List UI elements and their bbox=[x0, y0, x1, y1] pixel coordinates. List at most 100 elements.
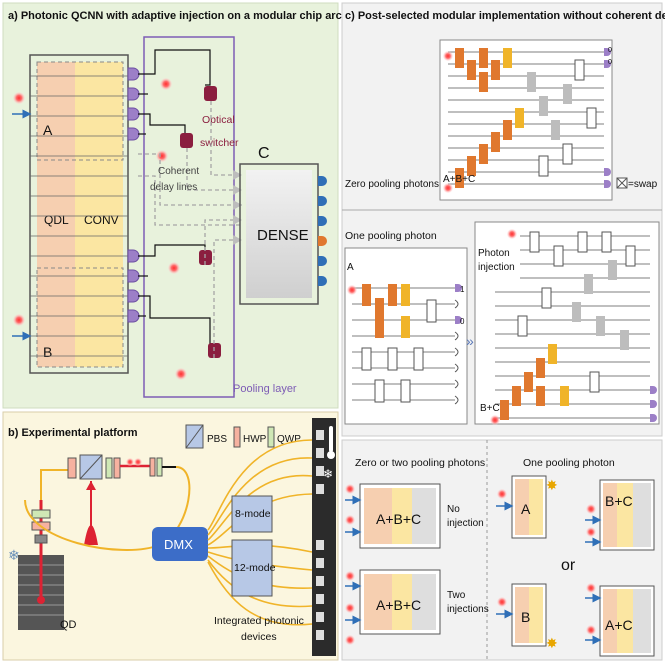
qd-label: QD bbox=[60, 619, 77, 631]
dmx-label: DMX bbox=[164, 537, 193, 552]
photon-icon bbox=[345, 571, 355, 581]
circuit-zero-detectors bbox=[604, 48, 611, 188]
chip-abc-two-injections bbox=[359, 569, 441, 635]
detector-icon bbox=[127, 127, 140, 141]
photon-injection-label-1: Photon bbox=[478, 248, 510, 259]
photon-icon bbox=[345, 515, 355, 525]
chip-abc-no-injection bbox=[359, 483, 441, 549]
optical-path bbox=[40, 454, 191, 546]
swap-label: =swap bbox=[628, 179, 658, 190]
one-pooling-label: One pooling photon bbox=[345, 230, 437, 242]
mode12-label: 12-mode bbox=[234, 562, 276, 574]
photon-icon bbox=[490, 415, 500, 425]
circuit-zero-gates bbox=[455, 48, 597, 188]
chip-a-label: A bbox=[521, 501, 531, 517]
dmx-box bbox=[152, 527, 208, 561]
qd-cryostat: ❄ bbox=[8, 500, 64, 630]
photon-icon bbox=[497, 489, 507, 499]
block-a-label: A bbox=[43, 122, 53, 138]
rack-slots bbox=[316, 430, 324, 640]
detector-icon bbox=[318, 256, 327, 266]
detector-icon bbox=[127, 67, 140, 81]
qwp-icon bbox=[156, 457, 163, 477]
detector-icon bbox=[127, 87, 140, 101]
photon-icon bbox=[497, 597, 507, 607]
chip-bc bbox=[599, 479, 655, 551]
integrated-label-2: devices bbox=[241, 631, 277, 643]
block-a-outline bbox=[36, 61, 124, 161]
panel-c: c) Post-selected modular implementation … bbox=[341, 2, 665, 437]
block-c-label: C bbox=[258, 145, 270, 162]
dense-block bbox=[246, 170, 312, 298]
photon-icon bbox=[168, 262, 180, 274]
photon-icon bbox=[586, 625, 596, 635]
panel-b-title: b) Experimental platform bbox=[8, 427, 138, 439]
abc-label-1: A+B+C bbox=[376, 511, 421, 527]
thermometer-icon bbox=[327, 426, 335, 459]
dense-label: DENSE bbox=[257, 227, 309, 244]
hwp-icon bbox=[67, 457, 77, 479]
snowflake-icon: ❄ bbox=[8, 547, 20, 563]
hwp-legend-icon bbox=[233, 426, 241, 448]
panel-a: a) Photonic QCNN with adaptive injection… bbox=[2, 2, 388, 409]
two-injections-label-2: injections bbox=[447, 604, 489, 615]
zero-two-label: Zero or two pooling photons bbox=[355, 457, 485, 469]
block-b-label: B bbox=[43, 344, 52, 360]
coherent-delay-lines bbox=[138, 101, 242, 358]
qwp-icon bbox=[31, 509, 51, 519]
two-injections-label-1: Two bbox=[447, 590, 466, 601]
no-injection-label-2: injection bbox=[447, 518, 484, 529]
detector-icon bbox=[318, 176, 327, 186]
pulse-icon bbox=[84, 525, 98, 545]
panel-a-title: a) Photonic QCNN with adaptive injection… bbox=[8, 10, 388, 22]
dense-detectors bbox=[318, 176, 327, 286]
photon-icon bbox=[345, 603, 355, 613]
photon-icon bbox=[345, 484, 355, 494]
circuit-bc-detectors bbox=[650, 386, 657, 422]
detector-icon bbox=[318, 276, 327, 286]
coherent-label-2: delay lines bbox=[150, 182, 197, 193]
photon-icon bbox=[507, 229, 517, 239]
circuit-a-label: A bbox=[347, 262, 354, 273]
delay-line-arrows bbox=[233, 170, 242, 245]
zero-pooling-label: Zero pooling photons bbox=[345, 179, 439, 190]
circuit-bc-gates bbox=[500, 231, 636, 420]
photon-icon bbox=[156, 150, 168, 162]
hwp-icon bbox=[149, 457, 156, 477]
pbs-label: PBS bbox=[207, 434, 227, 445]
chip-ac-label: A+C bbox=[605, 617, 633, 633]
qwp-icon bbox=[105, 457, 113, 479]
switch-wires bbox=[138, 49, 211, 345]
or-label: or bbox=[561, 557, 576, 574]
optical-switcher-label-1: Optical bbox=[202, 114, 235, 126]
detector-icon bbox=[127, 249, 140, 263]
detector-icon bbox=[318, 216, 327, 226]
switch-icon bbox=[204, 86, 217, 101]
detector-icon bbox=[127, 269, 140, 283]
photon-icon bbox=[443, 51, 453, 61]
lens-icon bbox=[34, 534, 48, 544]
panel-c-title: c) Post-selected modular implementation … bbox=[345, 10, 665, 22]
integrated-label-1: Integrated photonic bbox=[214, 615, 304, 627]
dense-outline bbox=[239, 163, 319, 305]
photon-icon bbox=[345, 635, 355, 645]
photon-icon bbox=[13, 92, 25, 104]
switch-icon bbox=[180, 133, 193, 148]
qwp-legend-icon bbox=[267, 426, 275, 448]
photon-icon bbox=[13, 314, 25, 326]
chip-bc-label: B+C bbox=[605, 493, 633, 509]
photon-injection-label-2: injection bbox=[478, 262, 515, 273]
hwp-label: HWP bbox=[243, 434, 267, 445]
optical-switcher-label-2: switcher bbox=[200, 137, 239, 149]
hwp-icon bbox=[113, 457, 121, 479]
fiber-to-dmx bbox=[24, 499, 161, 551]
top-output-0-a: 0 bbox=[608, 47, 612, 54]
photon-icon bbox=[443, 183, 453, 193]
panel-d: Zero or two pooling photons One pooling … bbox=[341, 439, 663, 661]
detector-icon bbox=[127, 309, 140, 323]
photon-icon bbox=[586, 583, 596, 593]
chip-waveguides bbox=[30, 75, 128, 357]
snowflake-icon: ❄ bbox=[323, 467, 333, 481]
circuit-a-detectors bbox=[455, 284, 462, 324]
chip-ac bbox=[599, 585, 655, 657]
